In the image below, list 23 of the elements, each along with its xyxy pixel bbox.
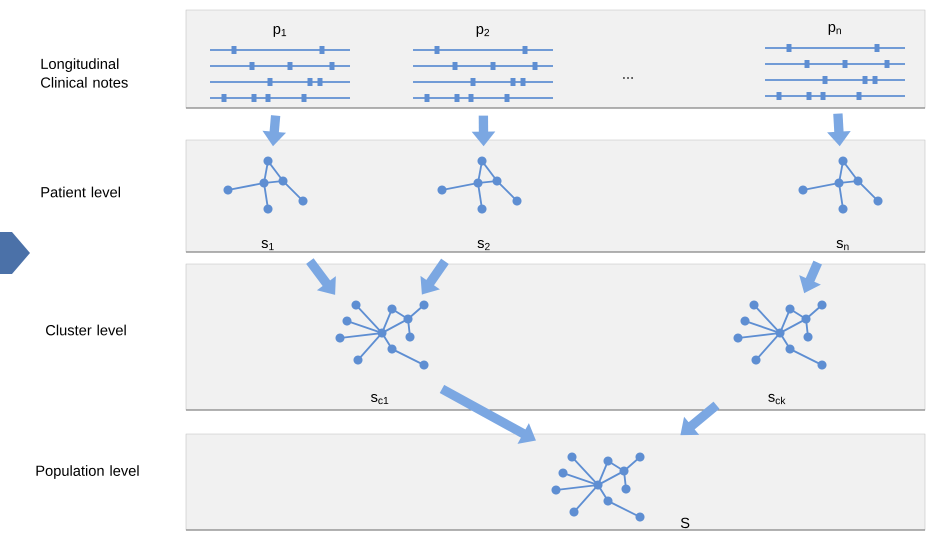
network-drawing: S — [551, 452, 690, 528]
node-label: s$_{n}$ — [836, 240, 849, 250]
node-label: s$_{ck}$ — [768, 394, 786, 404]
network-drawing: s$_{2}$ — [437, 156, 522, 250]
network-drawing: s$_{1}$ — [223, 156, 308, 250]
node-label: p$_{1}$ — [274, 26, 286, 37]
clinical-notes-drawing: p$_{1}$ — [210, 26, 350, 102]
node-label: Longitudinal Clinical notes — [41, 58, 128, 88]
network-drawing: s$_{ck}$ — [733, 300, 827, 404]
node-label: Population level — [36, 465, 139, 479]
node-label: S — [680, 518, 690, 528]
node-label: p$_{2}$ — [476, 26, 490, 37]
node-label: s$_{2}$ — [478, 240, 490, 250]
node-label: s$_{1}$ — [262, 240, 274, 250]
node-label: Cluster level — [46, 324, 126, 336]
node-label: s$_{c1}$ — [371, 394, 388, 404]
node-label: Patient level — [41, 186, 120, 198]
network-drawing: s$_{n}$ — [798, 156, 883, 250]
clinical-notes-drawing: p$_{n}$ — [765, 24, 906, 100]
network-drawing: s$_{c1}$ — [335, 300, 429, 404]
clinical-notes-drawing: p$_{2}$ — [413, 26, 553, 102]
ellipsis-text: ... — [623, 77, 633, 79]
node-label: p$_{n}$ — [828, 24, 841, 35]
